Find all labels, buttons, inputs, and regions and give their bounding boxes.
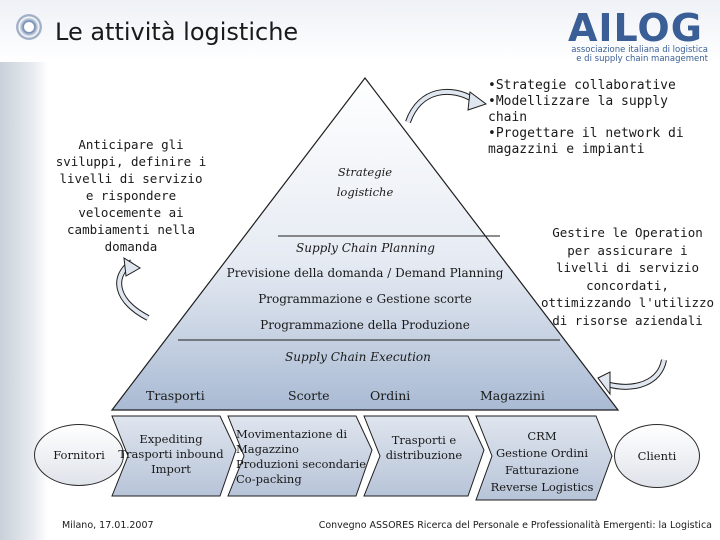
column-ordini: Ordini <box>370 388 411 403</box>
curved-arrow-right-icon <box>605 359 667 390</box>
flow-cell-1-line-2: Trasporti inbound <box>118 447 224 461</box>
flow-cell-3: Trasporti e distribuzione <box>376 433 472 463</box>
right-top-note-line-1: •Strategie collaborative <box>488 78 676 93</box>
flow-arrow-3 <box>363 415 485 497</box>
right-top-note-line-3: •Progettare il network di magazzini e im… <box>488 126 684 157</box>
logo-subtitle: associazione italiana di logistica e di … <box>558 46 708 64</box>
right-top-note: •Strategie collaborative •Modellizzare l… <box>488 78 698 158</box>
supply-chain-execution-label: Supply Chain Execution <box>285 350 431 364</box>
strategy-label: Strategie logistiche <box>322 162 408 202</box>
flow-cell-3-line-2: distribuzione <box>385 448 463 462</box>
planning-row-1: Previsione della domanda / Demand Planni… <box>226 266 504 280</box>
flow-cell-4-line-3: Fatturazione <box>505 463 579 477</box>
flow-cell-2-line-2: Magazzino <box>236 442 299 456</box>
flow-cell-4-line-1: CRM <box>527 429 557 443</box>
strategy-label-line-1: Strategie <box>337 165 393 179</box>
logo-subtitle-line-1: associazione italiana di logistica <box>571 45 708 55</box>
left-note: Anticipare gli sviluppi, definire i live… <box>55 137 207 254</box>
flow-cell-4-line-2: Gestione Ordini <box>495 446 589 460</box>
footer-event: Convegno ASSORES Ricerca del Personale e… <box>318 520 712 531</box>
page-title: Le attività logistiche <box>55 18 299 46</box>
flow-cell-2-line-1: Movimentazione di <box>236 427 348 441</box>
flow-cell-1-line-3: Import <box>151 462 191 476</box>
supplier-oval: Fornitori <box>34 424 124 486</box>
column-magazzini: Magazzini <box>480 388 545 403</box>
flow-cell-1-line-1: Expediting <box>139 432 203 446</box>
column-scorte: Scorte <box>288 388 330 403</box>
supply-chain-planning-label: Supply Chain Planning <box>296 241 435 255</box>
pyramid-triangle <box>110 77 620 411</box>
right-mid-note: Gestire le Operation per assicurare i li… <box>540 225 715 328</box>
flow-cell-3-line-1: Trasporti e <box>391 433 457 447</box>
flow-arrow-2 <box>227 415 373 497</box>
flow-cell-2-line-3: Produzioni secondarie <box>236 457 367 471</box>
planning-row-3: Programmazione della Produzione <box>260 318 470 332</box>
strategy-label-line-2: logistiche <box>336 185 394 199</box>
flow-arrow-1 <box>111 415 237 497</box>
ailog-logo: AILOG <box>568 6 703 50</box>
logo-subtitle-line-2: e di supply chain management <box>576 54 708 64</box>
flow-cell-2: Movimentazione di Magazzino Produzioni s… <box>236 427 366 487</box>
flow-cell-1: Expediting Trasporti inbound Import <box>114 432 228 477</box>
column-trasporti: Trasporti <box>146 388 205 403</box>
bullet-circle-icon <box>16 14 42 40</box>
footer-date: Milano, 17.01.2007 <box>62 520 154 531</box>
header-band <box>0 0 720 62</box>
right-top-note-line-2: •Modellizzare la supply chain <box>488 94 669 125</box>
flow-arrow-4 <box>475 415 613 501</box>
customer-oval: Clienti <box>614 424 700 488</box>
planning-row-2: Programmazione e Gestione scorte <box>258 292 472 306</box>
flow-cell-4: CRM Gestione Ordini Fatturazione Reverse… <box>484 428 600 496</box>
flow-cell-4-line-4: Reverse Logistics <box>490 480 594 494</box>
flow-cell-2-line-4: Co-packing <box>236 472 302 486</box>
